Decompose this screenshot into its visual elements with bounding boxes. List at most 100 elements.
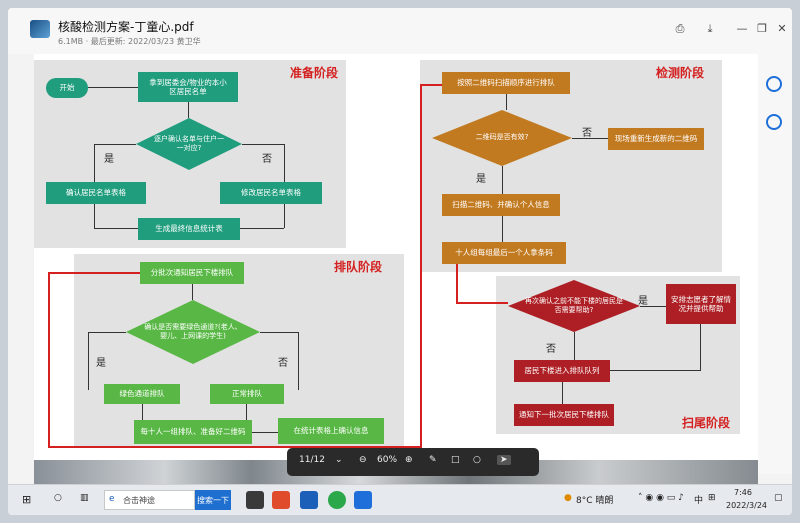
notify-node: 分批次通知居民下楼排队 [140, 262, 244, 284]
help-decision-label: 再次确认之前不能下楼的居民是否需要帮助? [525, 296, 623, 314]
yes-label: 是 [104, 154, 114, 165]
connector [260, 332, 298, 333]
connector [252, 432, 278, 433]
document-title: 核酸检测方案-丁童心.pdf [58, 20, 194, 34]
get-list-node: 拿到居委会/物业的本小区居民名单 [138, 72, 238, 102]
confirm-decision: 逐户确认名单与住户一一对应? [136, 118, 242, 170]
volunteer-help-node: 安排志愿者了解情况并提供帮助 [666, 284, 736, 324]
app-green-icon[interactable] [328, 491, 346, 509]
confirm-decision-label: 逐户确认名单与住户一一对应? [154, 134, 224, 152]
connector [240, 228, 284, 229]
queue-panel [74, 254, 404, 448]
modify-table-node: 修改居民名单表格 [220, 182, 322, 204]
tray-icons[interactable]: ˄ ◉ ◉ ▭ ♪ [638, 493, 684, 503]
zoom-in-icon[interactable]: ⊕ [405, 455, 413, 465]
page-indicator: 11/12 [299, 455, 325, 465]
weather-text: 8°C 晴朗 [576, 496, 614, 506]
connector [246, 404, 247, 420]
scan-order-node: 按照二维码扫描顺序进行排队 [442, 72, 570, 94]
connector [298, 332, 299, 390]
circle-icon[interactable]: ○ [473, 455, 481, 465]
last-person-node: 十人组每组最后一个人拿条码 [442, 242, 566, 264]
taskbar: ⊞ ○ ▥ e 合击神途 搜索一下 ● 8°C 晴朗 ˄ ◉ ◉ ▭ ♪ 中 ⊞… [8, 484, 792, 515]
eye-icon[interactable] [766, 114, 782, 130]
help-decision: 再次确认之前不能下楼的居民是否需要帮助? [508, 280, 640, 332]
grid-icon[interactable]: ⊞ [708, 493, 716, 503]
rectangle-icon[interactable]: □ [451, 455, 460, 465]
clock-time: 7:46 [734, 488, 752, 497]
title-bar: 核酸检测方案-丁童心.pdf 6.1MB · 最后更新: 2022/03/23 … [8, 8, 792, 54]
yes-label: 是 [638, 296, 648, 307]
yes-label: 是 [476, 174, 486, 185]
normal-queue-node: 正常排队 [210, 384, 284, 404]
task-view-icon[interactable]: ▥ [80, 493, 89, 503]
loop-connector [420, 84, 422, 448]
pen-icon[interactable]: ✎ [429, 455, 437, 465]
page-toolbar: 11/12 ⌄ ⊖ 60% ⊕ ✎ □ ○ ➤ [287, 448, 539, 476]
zoom-out-icon[interactable]: ⊖ [359, 455, 367, 465]
clock-date: 2022/3/24 [726, 501, 768, 510]
confirm-table-node: 确认居民名单表格 [46, 182, 146, 204]
notification-icon[interactable]: ▢ [774, 493, 783, 503]
pointer-icon[interactable]: ➤ [497, 455, 511, 465]
section-label-test: 检测阶段 [656, 66, 705, 80]
weather-icon: ● [564, 493, 572, 503]
final-table-node: 生成最终信息统计表 [138, 218, 240, 240]
connector [562, 382, 563, 404]
pdf-viewer-window: 核酸检测方案-丁童心.pdf 6.1MB · 最后更新: 2022/03/23 … [8, 8, 792, 515]
search-box[interactable]: e 合击神途 [104, 490, 195, 510]
section-label-queue: 排队阶段 [334, 260, 383, 274]
close-button[interactable]: ✕ [777, 22, 787, 35]
loop-connector [48, 272, 50, 448]
yes-label: 是 [96, 358, 106, 369]
no-label: 否 [582, 128, 592, 139]
connector [88, 332, 89, 390]
document-meta: 6.1MB · 最后更新: 2022/03/23 黄卫华 [58, 37, 201, 46]
restore-button[interactable]: ❐ [757, 22, 767, 35]
scan-qr-node: 扫描二维码、并确认个人信息 [442, 194, 560, 216]
pdf-file-icon [30, 20, 50, 38]
no-label: 否 [278, 358, 288, 369]
join-queue-node: 居民下楼进入排队队列 [514, 360, 610, 382]
chevron-down-icon[interactable]: ⌄ [335, 455, 343, 465]
connector [188, 102, 189, 118]
group-node: 每十人一组排队、准备好二维码 [134, 420, 252, 444]
loop-connector [48, 272, 140, 274]
connector [640, 306, 666, 307]
download-icon[interactable]: ⤓ [707, 22, 713, 35]
next-batch-node: 通知下一批次居民下楼排队 [514, 404, 614, 426]
loop-connector [420, 84, 442, 86]
connector [142, 404, 143, 420]
confirm-info-node: 在统计表格上确认信息 [278, 418, 384, 444]
mail-icon[interactable] [300, 491, 318, 509]
ime-indicator[interactable]: 中 [694, 496, 704, 506]
search-circle-icon[interactable]: ○ [54, 493, 62, 503]
connector [94, 204, 95, 228]
connector [572, 138, 608, 139]
minimize-button[interactable]: — [736, 22, 748, 35]
qr-valid-decision: 二维码是否有效? [432, 110, 572, 166]
zoom-level: 60% [377, 455, 398, 465]
connector [700, 324, 701, 370]
windows-start-icon[interactable]: ⊞ [22, 493, 32, 506]
loop-connector [48, 446, 422, 448]
connector [94, 144, 95, 182]
connector [610, 370, 701, 371]
search-input[interactable]: 合击神途 [123, 496, 155, 505]
no-label: 否 [262, 154, 272, 165]
comment-icon[interactable] [766, 76, 782, 92]
pdf-page: 准备阶段 开始 拿到居委会/物业的本小区居民名单 逐户确认名单与住户一一对应? … [34, 54, 758, 494]
connector [284, 144, 285, 182]
browser-e-icon: e [109, 494, 115, 504]
section-label-prep: 准备阶段 [290, 66, 339, 80]
no-label: 否 [546, 344, 556, 355]
store-icon[interactable] [272, 491, 290, 509]
app-blue-icon[interactable] [354, 491, 372, 509]
file-explorer-icon[interactable] [246, 491, 264, 509]
connector [88, 87, 138, 88]
connector [502, 166, 503, 194]
print-icon[interactable]: ⎙ [675, 22, 685, 35]
test-panel [420, 60, 722, 272]
search-button[interactable]: 搜索一下 [195, 490, 231, 510]
section-label-finish: 扫尾阶段 [682, 416, 731, 430]
